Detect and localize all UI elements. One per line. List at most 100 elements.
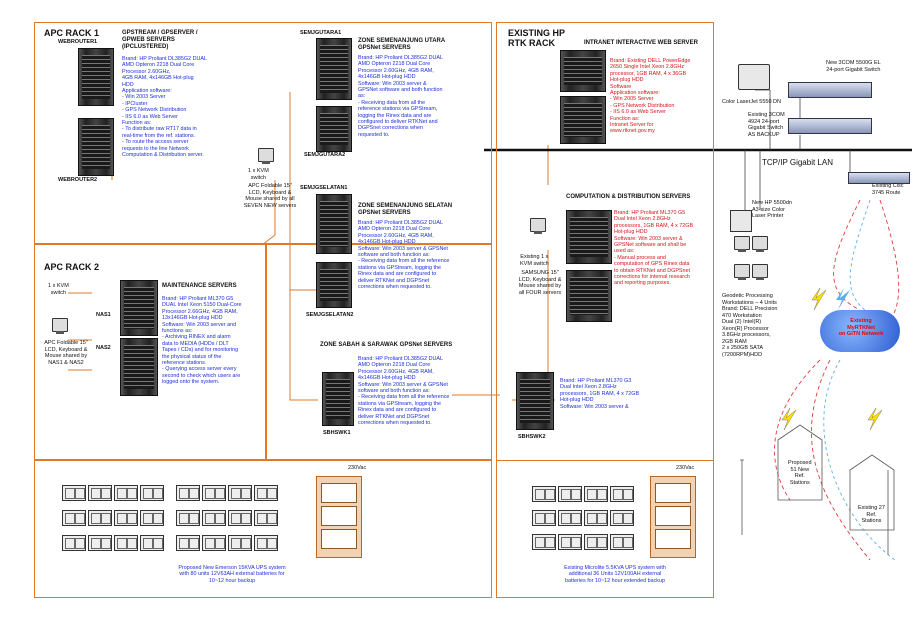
- samsung-label: SAMSUNG 15" LCD, Keyboard & Mouse shared…: [518, 270, 562, 296]
- cloud-label: Existing MyRTKNet on GITN Network: [838, 318, 884, 337]
- semjgselatan1-rack[interactable]: [316, 194, 352, 254]
- printer2-label: New HP 5500dn A3-size Color Laser Printe…: [752, 200, 792, 219]
- rack1-kvm-label: 1 x KVM switch: [248, 168, 269, 181]
- battery-icon: [114, 485, 138, 501]
- rack2-kvm-label: 1 x KVM switch: [48, 283, 69, 296]
- printer1-label: Color LaserJet 5550 DN: [722, 99, 782, 105]
- rack2-foldable-label: APC Foldable 15" LCD, Keyboard & Mouse s…: [44, 340, 88, 366]
- maintenance-header: MAINTENANCE SERVERS: [162, 283, 237, 289]
- battery-icon: [202, 485, 226, 501]
- switch-old-icon[interactable]: [788, 118, 872, 134]
- battery-icon: [88, 510, 112, 526]
- battery-icon: [114, 510, 138, 526]
- cloud-icon: [820, 310, 900, 352]
- zone-sabah-text: Brand: HP Proliant DL385G2 DUAL AMD Opte…: [358, 356, 450, 427]
- battery-icon: [558, 534, 582, 550]
- sbhswk2-label: SBHSWK2: [518, 434, 546, 440]
- battery-icon: [254, 485, 278, 501]
- nas1-rack[interactable]: [120, 280, 158, 336]
- switch-old-label: Existing 3COM 4924 24-port Gigabit Switc…: [748, 112, 785, 138]
- switch-new-label: New 3COM 5500G EL 24-port Gigabit Switch: [826, 60, 881, 73]
- battery-icon: [176, 485, 200, 501]
- battery-icon: [202, 510, 226, 526]
- battery-icon: [610, 534, 634, 550]
- battery-icon: [88, 485, 112, 501]
- sbhswk2-rack[interactable]: [516, 372, 554, 430]
- ups-new-cabinet: [316, 476, 362, 558]
- rack1-foldable-label: APC Foldable 15" LCD, Keyboard & Mouse s…: [243, 183, 297, 209]
- gpstream-servers-header: GPSTREAM / GPSERVER / GPWEB SERVERS (IPC…: [122, 30, 198, 50]
- comp-servers-text: Brand: HP Proliant ML370 G5 Dual Intel X…: [614, 210, 694, 287]
- workstations-text: Geodetic Processing Workstations – 4 Uni…: [722, 293, 778, 358]
- battery-icon: [610, 486, 634, 502]
- apc-rack1-frame: [34, 22, 492, 244]
- semjgselatan2-label: SEMJGSELATAN2: [306, 312, 354, 318]
- zone-selatan-header: ZONE SEMENANJUNG SELATAN GPSNet SERVERS: [358, 203, 453, 216]
- zone-utara-text: Brand: HP Proliant DL385G2 DUAL AMD Opte…: [358, 55, 443, 138]
- apc-rack2-title: APC RACK 2: [44, 262, 100, 272]
- switch-new-icon[interactable]: [788, 82, 872, 98]
- hp-rack-ups-divider: [496, 460, 714, 461]
- hp-rack-frame: [496, 22, 714, 598]
- nas2-label: NAS2: [96, 345, 111, 351]
- hp-kvm-label: Existing 1 x KVM switch: [520, 254, 549, 267]
- gpstream-servers-text: Brand: HP Proliant DL385G2 DUAL AMD Opte…: [122, 56, 207, 159]
- semjgutara1-rack[interactable]: [316, 38, 352, 100]
- semjgutara1-label: SEMJGUTARA1: [300, 30, 342, 36]
- battery-icon: [532, 486, 556, 502]
- sbhswk1-rack[interactable]: [322, 372, 354, 426]
- router-icon[interactable]: [848, 172, 910, 184]
- web-server-rack[interactable]: [560, 50, 606, 92]
- battery-icon: [254, 535, 278, 551]
- nas1-label: NAS1: [96, 312, 111, 318]
- printer2-icon[interactable]: [730, 210, 752, 232]
- ups-new-text: Proposed New Emerson 15KVA UPS system wi…: [178, 565, 286, 584]
- lan-label: TCP/IP Gigabit LAN: [762, 158, 833, 167]
- zone-frame: [266, 244, 492, 460]
- semjgutara2-rack[interactable]: [316, 106, 352, 152]
- battery-icon: [532, 510, 556, 526]
- battery-icon: [228, 510, 252, 526]
- ups-new-230vac: 230Vac: [348, 465, 367, 471]
- printer-icon[interactable]: [738, 64, 770, 90]
- webrouter2-rack[interactable]: [78, 118, 114, 176]
- battery-icon: [228, 535, 252, 551]
- ups-new-frame: [34, 460, 492, 598]
- web-server-rack-2[interactable]: [560, 96, 606, 144]
- zone-selatan-text: Brand: HP Proliant DL385G2 DUAL AMD Opte…: [358, 220, 450, 291]
- battery-icon: [584, 510, 608, 526]
- battery-icon: [610, 510, 634, 526]
- battery-icon: [176, 535, 200, 551]
- semjgutara2-label: SEMJGUTARA2: [304, 152, 346, 158]
- battery-icon: [88, 535, 112, 551]
- existing-stations-label: Existing 27 Ref. Stations: [858, 505, 885, 524]
- sbhswk1-label: SBHSWK1: [323, 430, 351, 436]
- semjgselatan2-rack[interactable]: [316, 262, 352, 308]
- battery-icon: [254, 510, 278, 526]
- comp-servers-header: COMPUTATION & DISTRIBUTION SERVERS: [566, 194, 691, 200]
- webrouter2-label: WEBROUTER2: [58, 177, 98, 183]
- zone-utara-header: ZONE SEMENANJUNG UTARA GPSNet SERVERS: [358, 38, 446, 51]
- battery-icon: [558, 510, 582, 526]
- maintenance-text: Brand: HP Proliant ML370 G5 DUAL Intel X…: [162, 296, 242, 386]
- proposed-stations-label: Proposed 51 New Ref. Stations: [788, 460, 812, 486]
- battery-icon: [584, 534, 608, 550]
- battery-icon: [62, 510, 86, 526]
- battery-icon: [202, 535, 226, 551]
- battery-icon: [114, 535, 138, 551]
- battery-icon: [140, 485, 164, 501]
- apc-rack2-frame: [34, 244, 266, 460]
- webrouter1-rack[interactable]: [78, 48, 114, 106]
- hp-ups-cabinet: [650, 476, 696, 558]
- comp-server-rack-2[interactable]: [566, 270, 612, 322]
- battery-icon: [558, 486, 582, 502]
- web-server-header: INTRANET INTERACTIVE WEB SERVER: [584, 40, 698, 46]
- hp-rack-title: EXISTING HP RTK RACK: [508, 28, 566, 48]
- battery-icon: [62, 535, 86, 551]
- battery-icon: [532, 534, 556, 550]
- comp-server-rack-1[interactable]: [566, 210, 612, 264]
- web-server-text: Brand: Existing DELL PowerEdge 2650 Sing…: [610, 58, 691, 135]
- battery-icon: [176, 510, 200, 526]
- nas2-rack[interactable]: [120, 338, 158, 396]
